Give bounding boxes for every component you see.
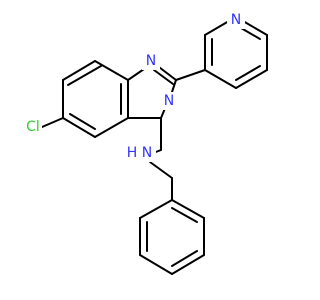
bond [139,199,173,219]
bond [235,65,261,81]
molecule-structure-drawing: N N N Cl H N [20,11,268,275]
bond [153,69,174,85]
bond [235,69,268,89]
atom-label-n-pyridine: N [231,12,241,28]
label-background [227,11,245,29]
bond [67,65,102,86]
bond [242,20,268,36]
bond [204,69,237,89]
bond [171,250,198,267]
bond [171,254,205,275]
atom-label-n3: N [164,93,174,109]
bond [149,161,173,179]
atom-label-n1: N [146,53,156,69]
label-background [126,144,138,162]
label-background [160,92,178,110]
label-background [138,144,156,162]
bond [139,254,173,275]
bond [240,27,261,40]
bond [171,207,198,223]
bond [94,117,129,138]
label-background [142,52,160,70]
label-background [20,118,42,136]
bond [62,60,96,81]
bond [69,113,96,130]
bond [62,117,96,138]
atom-labels: N N N Cl H N [20,11,245,162]
bond [94,60,129,81]
atom-label-h: H [127,145,138,161]
bond [41,117,64,128]
atom-label-cl: Cl [26,119,40,135]
bond [171,199,205,219]
bond [204,20,230,36]
atom-label-n-amine: N [142,145,152,161]
bond [175,69,206,81]
